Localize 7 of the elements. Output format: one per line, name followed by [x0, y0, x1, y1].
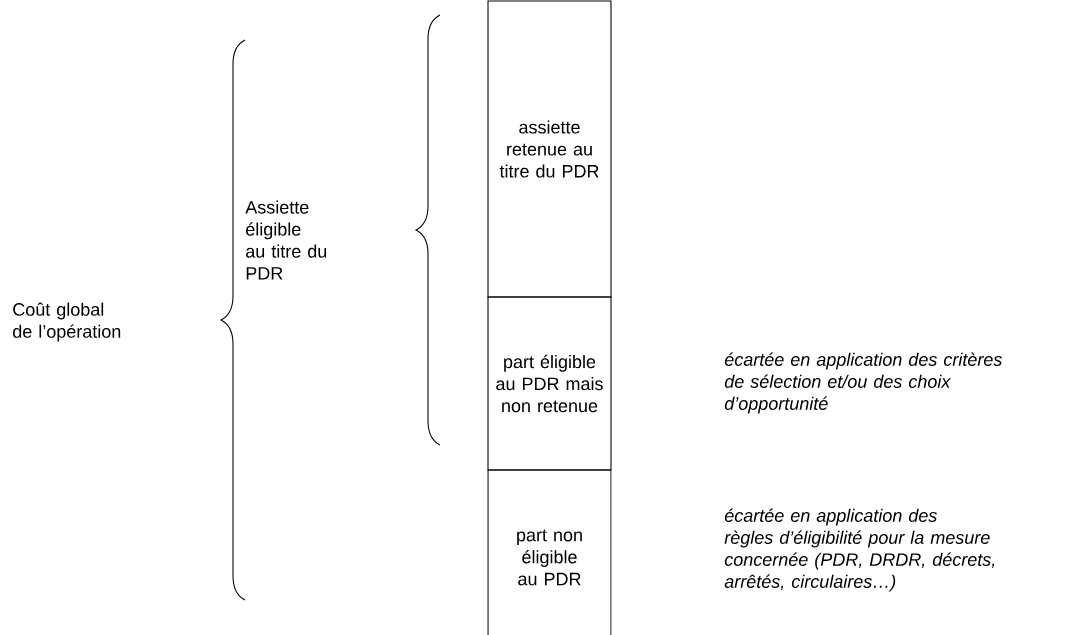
annotation-text: écartée en application des critères de sélection et/ou des choix d’opportunité [724, 352, 1002, 414]
annotation-text: écartée en application des règles d’éligibilité pour la mesure concernée (PDR, DRDR, décrets, arrêtés, circulaires…) [724, 508, 995, 592]
stack-segment: assiette retenue au titre du PDR [487, 0, 612, 298]
stack-segment: part non éligible au PDR [487, 469, 612, 635]
brace-label: Coût global de l’opération [13, 302, 121, 342]
stack-segment: part éligible au PDR mais non retenue [487, 296, 612, 471]
brace-label: Assiette éligible au titre du PDR [245, 200, 327, 280]
